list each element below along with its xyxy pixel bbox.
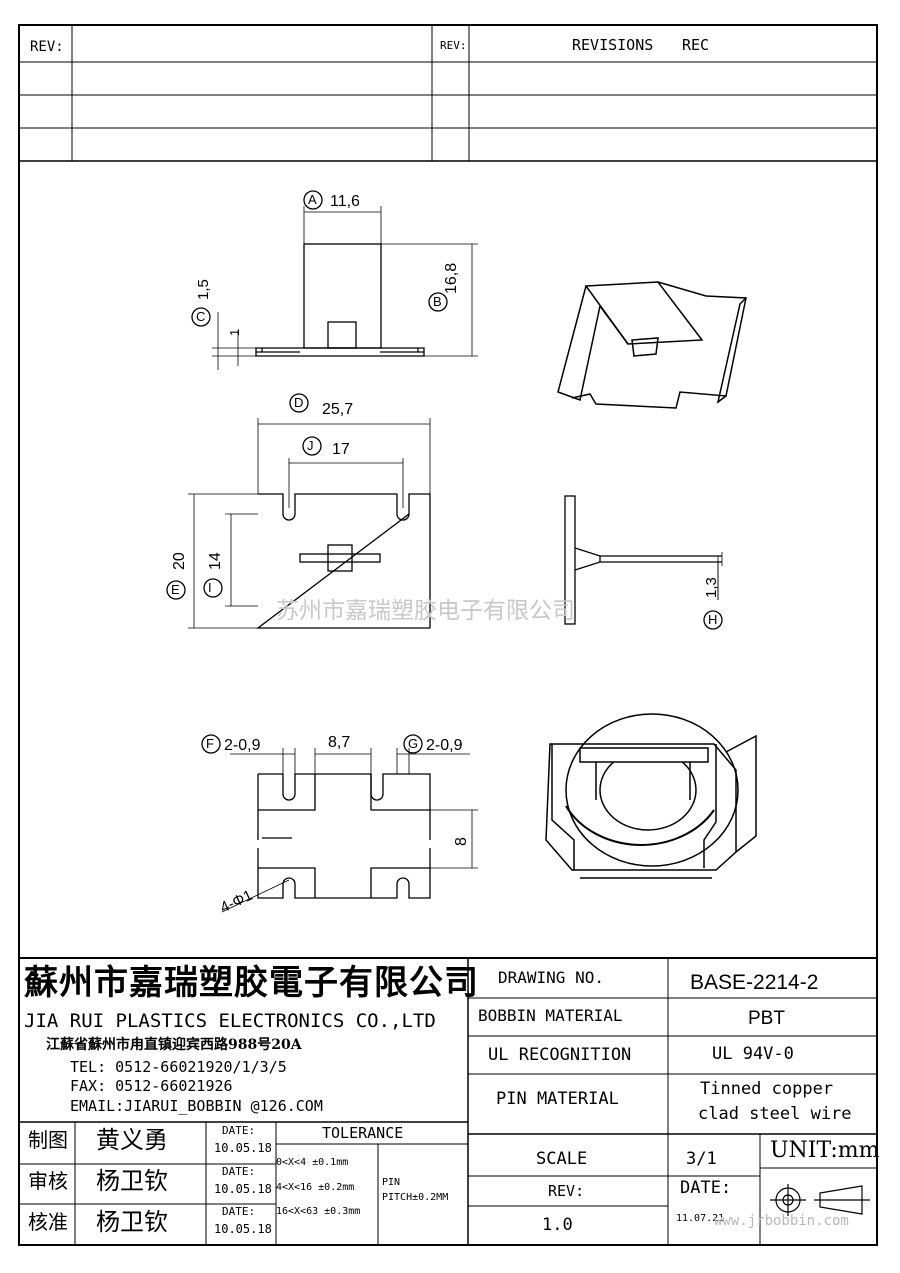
approval-name-2: 杨卫钦 (96, 1167, 168, 1195)
dim-g-marker: G (408, 736, 419, 751)
tolerance-row-2: 4<X<16 ±0.2mm (276, 1182, 355, 1193)
approval-name-3: 杨卫钦 (96, 1208, 168, 1236)
company-email: EMAIL:JIARUI_BOBBIN @126.COM (70, 1097, 323, 1115)
dim-a-marker: A (308, 192, 317, 207)
website-watermark: www.jrbobbin.com (714, 1213, 849, 1229)
pin-material-line1: Tinned copper (700, 1079, 834, 1099)
pin-material-label: PIN MATERIAL (496, 1089, 619, 1109)
ul-recognition-label: UL RECOGNITION (488, 1045, 632, 1065)
company-name-cn: 蘇州市嘉瑞塑胶電子有限公司 (24, 963, 479, 1003)
company-address: 江蘇省蘇州市甪直镇迎宾西路988号20A (46, 1037, 302, 1053)
rec-label: REC (682, 36, 710, 54)
approval-role-1: 制图 (28, 1128, 68, 1152)
approval-date-1: 10.05.18 (214, 1141, 272, 1155)
dim-d-value: 25,7 (322, 401, 354, 418)
approval-role-3: 核准 (28, 1210, 68, 1234)
company-fax: FAX: 0512-66021926 (70, 1077, 233, 1095)
tolerance-pin-label: PIN (382, 1177, 401, 1188)
tolerance-label: TOLERANCE (322, 1124, 404, 1142)
approval-name-1: 黄义勇 (96, 1126, 168, 1154)
dim-e-value: 20 (171, 552, 188, 570)
revision-table-lines (19, 25, 878, 162)
rev-label: REV: (548, 1182, 585, 1200)
bobbin-material-label: BOBBIN MATERIAL (478, 1006, 623, 1025)
bobbin-material-value: PBT (748, 1008, 785, 1029)
drawing-no-value: BASE-2214-2 (690, 971, 819, 994)
dim-j-marker: J (307, 438, 314, 453)
dim-f-value: 2-0,9 (224, 737, 261, 754)
dim-height8: 8 (453, 837, 470, 846)
approval-date-label-3: DATE: (222, 1205, 256, 1218)
dim-d-marker: D (294, 395, 304, 410)
dim-mid-value: 8,7 (328, 734, 351, 751)
rev-label-right: REV: (440, 39, 467, 52)
dim-j-value: 17 (332, 441, 350, 458)
projection-symbol (770, 1184, 870, 1216)
dim-b-value: 16,8 (443, 262, 460, 294)
ul-recognition-value: UL 94V-0 (712, 1044, 794, 1064)
dim-g-value: 2-0,9 (426, 737, 463, 754)
approval-role-2: 审核 (28, 1169, 68, 1193)
edge-view (564, 495, 723, 625)
title-block-lines (19, 957, 878, 1246)
dim-c-small: 1 (227, 328, 242, 336)
date-value: 11.07.21 (676, 1213, 725, 1224)
approval-date-3: 10.05.18 (214, 1222, 272, 1236)
approval-date-label-2: DATE: (222, 1165, 256, 1178)
tolerance-row-1: 0<X<4 ±0.1mm (276, 1157, 349, 1168)
company-tel: TEL: 0512-66021920/1/3/5 (70, 1058, 287, 1076)
company-name-en: JIA RUI PLASTICS ELECTRONICS CO.,LTD (24, 1010, 436, 1032)
approval-date-2: 10.05.18 (214, 1182, 272, 1196)
dim-h-marker: H (708, 612, 718, 627)
dim-c-value: 1,5 (195, 279, 212, 300)
dim-i-value: 14 (207, 552, 224, 570)
top-view (188, 418, 431, 629)
rev-label-left: REV: (30, 39, 64, 55)
iso-view-top (557, 281, 747, 409)
technical-drawing (166, 190, 757, 913)
iso-view-toroid (545, 713, 757, 879)
scale-value: 3/1 (686, 1149, 717, 1169)
pin-material-line2: clad steel wire (698, 1104, 852, 1124)
rev-value: 1.0 (542, 1215, 573, 1235)
dim-f-marker: F (206, 736, 214, 751)
drawing-frame (18, 24, 878, 1246)
dim-e-marker: E (171, 582, 180, 597)
dim-a-value: 11,6 (330, 193, 360, 210)
watermark-company: 苏州市嘉瑞塑胶电子有限公司 (276, 598, 575, 624)
scale-label: SCALE (536, 1149, 588, 1169)
approval-date-label-1: DATE: (222, 1124, 256, 1137)
dim-c-marker: C (196, 309, 206, 324)
side-view (212, 206, 478, 370)
dim-h-value: 1,3 (703, 577, 720, 598)
tolerance-pin-pitch: PITCH±0.2MM (382, 1192, 449, 1203)
unit-label: UNIT:mm (770, 1138, 880, 1163)
dim-i-marker: I (208, 580, 212, 595)
bottom-view (221, 748, 478, 913)
dim-b-marker: B (433, 294, 442, 309)
date-label: DATE: (680, 1178, 732, 1198)
revisions-label: REVISIONS (572, 36, 654, 54)
tolerance-row-3: 16<X<63 ±0.3mm (276, 1206, 361, 1217)
drawing-no-label: DRAWING NO. (498, 968, 604, 987)
